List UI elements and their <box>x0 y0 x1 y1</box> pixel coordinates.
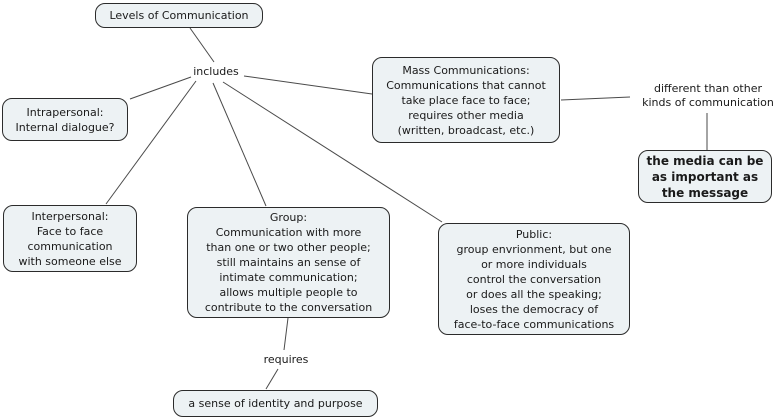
link-label-requires[interactable]: requires <box>263 352 309 366</box>
node-group[interactable]: Group: Communication with more than one … <box>187 207 390 318</box>
node-intrapersonal[interactable]: Intrapersonal: Internal dialogue? <box>2 98 128 141</box>
node-media-can-be-as-important[interactable]: the media can be as important as the mes… <box>638 150 772 203</box>
edge-mass-different <box>560 96 631 101</box>
edge-includes-mass <box>243 75 373 95</box>
link-label-includes[interactable]: includes <box>193 64 239 78</box>
node-levels-of-communication[interactable]: Levels of Communication <box>95 3 263 28</box>
edge-includes-public <box>222 81 443 223</box>
edge-includes-group <box>212 82 267 207</box>
node-public[interactable]: Public: group envrionment, but one or mo… <box>438 223 630 335</box>
link-label-different-than-other[interactable]: different than other kinds of communicat… <box>642 81 774 109</box>
node-interpersonal[interactable]: Interpersonal: Face to face communicatio… <box>3 205 137 272</box>
edge-includes-interpersonal <box>105 80 197 205</box>
edge-requires-identity <box>265 368 279 390</box>
edge-group-requires <box>283 317 289 351</box>
edge-includes-intrapersonal <box>129 76 192 100</box>
edge-levels-includes <box>189 27 215 63</box>
node-sense-of-identity-and-purpose[interactable]: a sense of identity and purpose <box>173 390 378 417</box>
node-mass-communications[interactable]: Mass Communications: Communications that… <box>372 57 560 143</box>
